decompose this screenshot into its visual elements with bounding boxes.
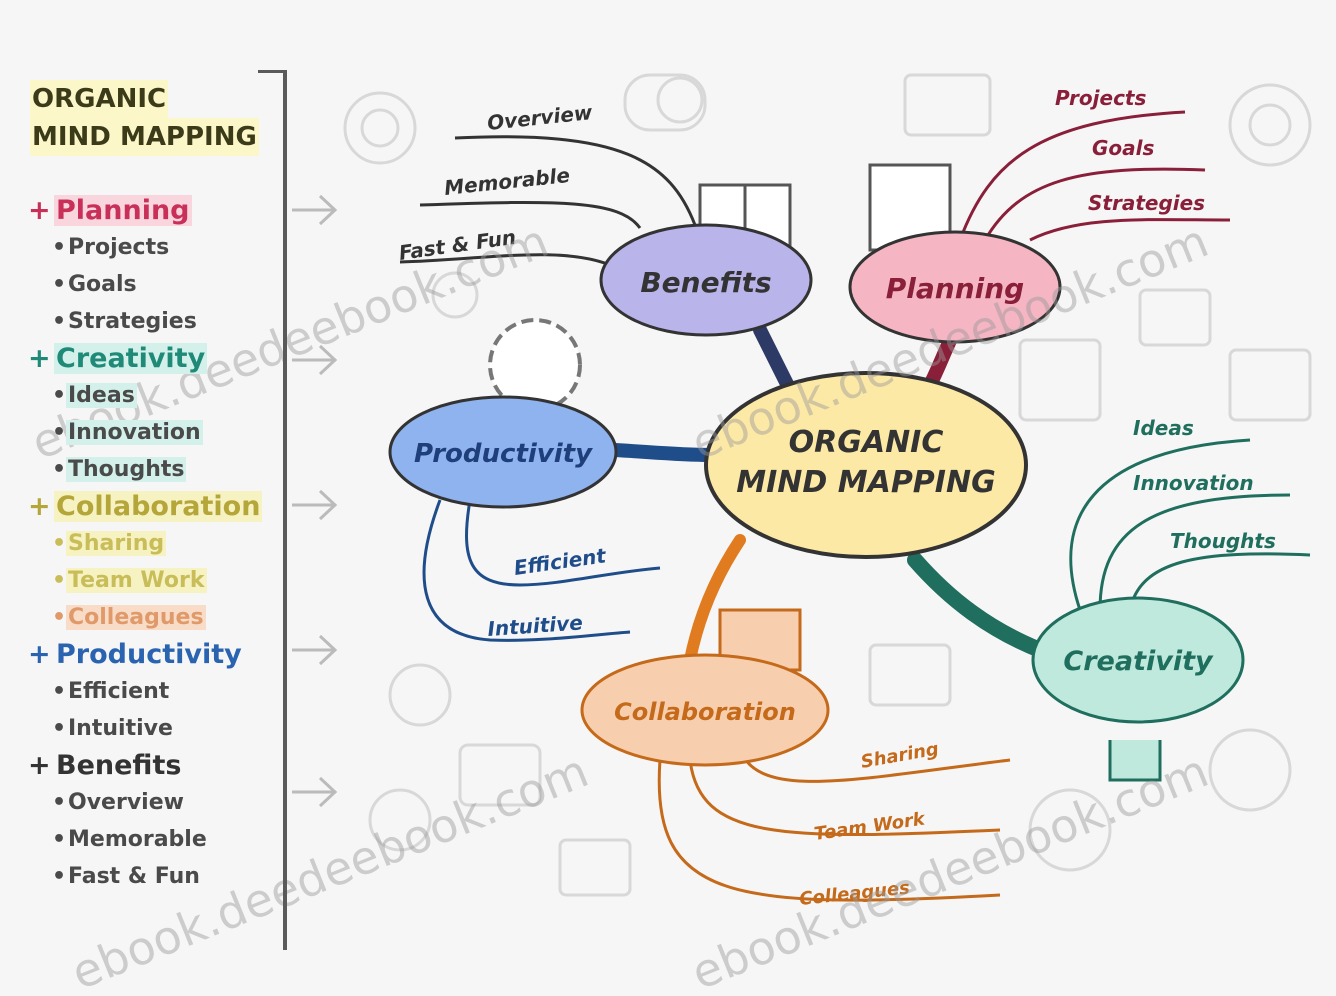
branch-label-strategies: Strategies (1088, 191, 1205, 215)
outline-title-line1: ORGANIC (30, 80, 169, 118)
arrow-right-icon (292, 344, 338, 376)
creativity-node (1031, 596, 1245, 724)
planning-node (848, 230, 1062, 344)
outline-item: •Projects (52, 235, 170, 260)
outline-heading: Creativity (54, 343, 208, 374)
doodle-person-icon (431, 271, 479, 319)
doodle-target-icon (1228, 83, 1312, 167)
outline-heading: Planning (54, 195, 192, 226)
branch-label-thoughts: Thoughts (1170, 529, 1276, 553)
outline-section-creativity: +Creativity •Ideas •Innovation •Thoughts (28, 341, 208, 488)
doodle-doc-icon (1228, 348, 1312, 422)
branch-label-projects: Projects (1055, 86, 1146, 110)
arrow-right-icon (292, 194, 338, 226)
doodle-chart-icon (868, 643, 952, 707)
productivity-node-label: Productivity (414, 439, 593, 469)
creativity-branches (1069, 438, 1311, 611)
arrow-right-icon (292, 634, 338, 666)
outline-section-benefits: +Benefits •Overview •Memorable •Fast & F… (28, 748, 209, 895)
outline-sidebar: ORGANIC MIND MAPPING +Planning •Projects… (0, 0, 338, 996)
outline-heading: Productivity (56, 639, 242, 670)
outline-item: •Memorable (52, 827, 207, 852)
creativity-node-label: Creativity (1063, 646, 1214, 677)
outline-item: •Intuitive (52, 716, 173, 741)
outline-item: •Ideas (52, 383, 137, 408)
trunk-productivity (608, 443, 717, 462)
outline-item: •Overview (52, 790, 184, 815)
doodle-target-icon (1208, 728, 1292, 812)
sidebar-divider (283, 70, 287, 950)
benefits-node (599, 223, 813, 337)
doodle-folder-icon (903, 73, 992, 137)
planning-node-label: Planning (886, 272, 1024, 305)
collaboration-branches (657, 749, 1011, 902)
outline-item: •Colleagues (52, 605, 206, 630)
outline-item: •Innovation (52, 420, 203, 445)
planning-branches (958, 110, 1231, 242)
benefits-node-label: Benefits (640, 266, 771, 299)
outline-item: •Thoughts (52, 457, 187, 482)
gear-icon (488, 318, 582, 412)
outline-item: •Sharing (52, 531, 167, 556)
branch-label-ideas: Ideas (1133, 416, 1194, 440)
outline-heading: Collaboration (54, 491, 263, 522)
trunk-collaboration (684, 534, 746, 666)
outline-item: •Efficient (52, 679, 170, 704)
collaboration-node (580, 653, 830, 767)
watermark-text: ebook.deedeebook.com (684, 743, 1216, 996)
plus-icon: + (28, 491, 51, 522)
doodle-card-icon (458, 743, 542, 807)
doodle-target-icon (360, 108, 400, 148)
background-doodles (343, 73, 1312, 897)
doodle-screen-icon (558, 838, 632, 897)
doodle-target-icon (343, 91, 417, 165)
outline-item: •Fast & Fun (52, 864, 200, 889)
branch-label-efficient: Efficient (512, 543, 608, 580)
branch-label-overview: Overview (486, 100, 594, 135)
doodle-person-icon (388, 663, 452, 727)
branch-label-goals: Goals (1092, 136, 1155, 160)
benefits-branches (399, 135, 697, 267)
branch-label-innovation: Innovation (1133, 471, 1254, 495)
arrow-right-icon (292, 776, 338, 808)
outline-title: ORGANIC MIND MAPPING (30, 80, 259, 156)
productivity-branches (422, 499, 661, 642)
doodle-device-icon (1138, 288, 1212, 347)
outline-section-collaboration: +Collaboration •Sharing •Team Work •Coll… (28, 489, 263, 636)
lightbulb-base (1108, 740, 1162, 782)
collaboration-node-label: Collaboration (614, 698, 796, 726)
outline-section-productivity: +Productivity •Efficient •Intuitive (28, 637, 244, 747)
center-label-line2: MIND MAPPING (736, 465, 995, 500)
plus-icon: + (28, 343, 51, 374)
outline-item: •Team Work (52, 568, 207, 593)
outline-item: •Strategies (52, 309, 197, 334)
plus-icon: + (28, 639, 51, 670)
doodle-face-icon (656, 76, 704, 124)
outline-title-line2: MIND MAPPING (30, 118, 259, 156)
center-label-line1: ORGANIC (789, 425, 944, 460)
plus-icon: + (28, 195, 51, 226)
branch-label-sharing: Sharing (859, 739, 940, 773)
doodle-doc-icon (1018, 338, 1102, 422)
trunk-creativity (907, 552, 1048, 658)
doodle-chat-icon (623, 73, 707, 132)
doodle-gear-icon (368, 788, 432, 852)
doodle-clock-icon (1028, 788, 1112, 872)
branch-label-team-work: Team Work (813, 809, 927, 845)
arrow-right-icon (292, 489, 338, 521)
divider-top-tick (258, 70, 286, 73)
center-node (704, 371, 1028, 559)
doodle-target-icon (1248, 103, 1292, 147)
productivity-node (388, 395, 618, 509)
outline-item: •Goals (52, 272, 137, 297)
outline-heading: Benefits (56, 750, 182, 781)
plus-icon: + (28, 750, 51, 781)
outline-section-planning: +Planning •Projects •Goals •Strategies (28, 193, 199, 340)
branch-label-memorable: Memorable (443, 163, 571, 200)
